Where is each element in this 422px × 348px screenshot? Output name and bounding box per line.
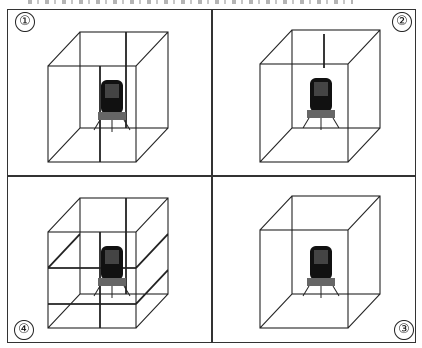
grid-divider-horizontal xyxy=(7,175,416,177)
cube-diagram-1 xyxy=(10,12,210,174)
panel-2: ② xyxy=(214,12,414,174)
panel-number-3: ③ xyxy=(394,320,414,340)
laser-level-icon xyxy=(303,246,339,298)
panel-3: ③ xyxy=(214,180,414,342)
scan-artifact xyxy=(28,0,353,4)
cube-diagram-3 xyxy=(214,180,414,342)
cube-diagram-4 xyxy=(10,180,210,342)
panel-1: ① xyxy=(10,12,210,174)
cube-diagram-2 xyxy=(214,12,414,174)
panel-number-1: ① xyxy=(15,12,35,32)
panel-number-4: ④ xyxy=(14,320,34,340)
panel-number-2: ② xyxy=(392,12,412,32)
laser-level-icon xyxy=(303,78,339,130)
panel-4: ④ xyxy=(10,180,210,342)
